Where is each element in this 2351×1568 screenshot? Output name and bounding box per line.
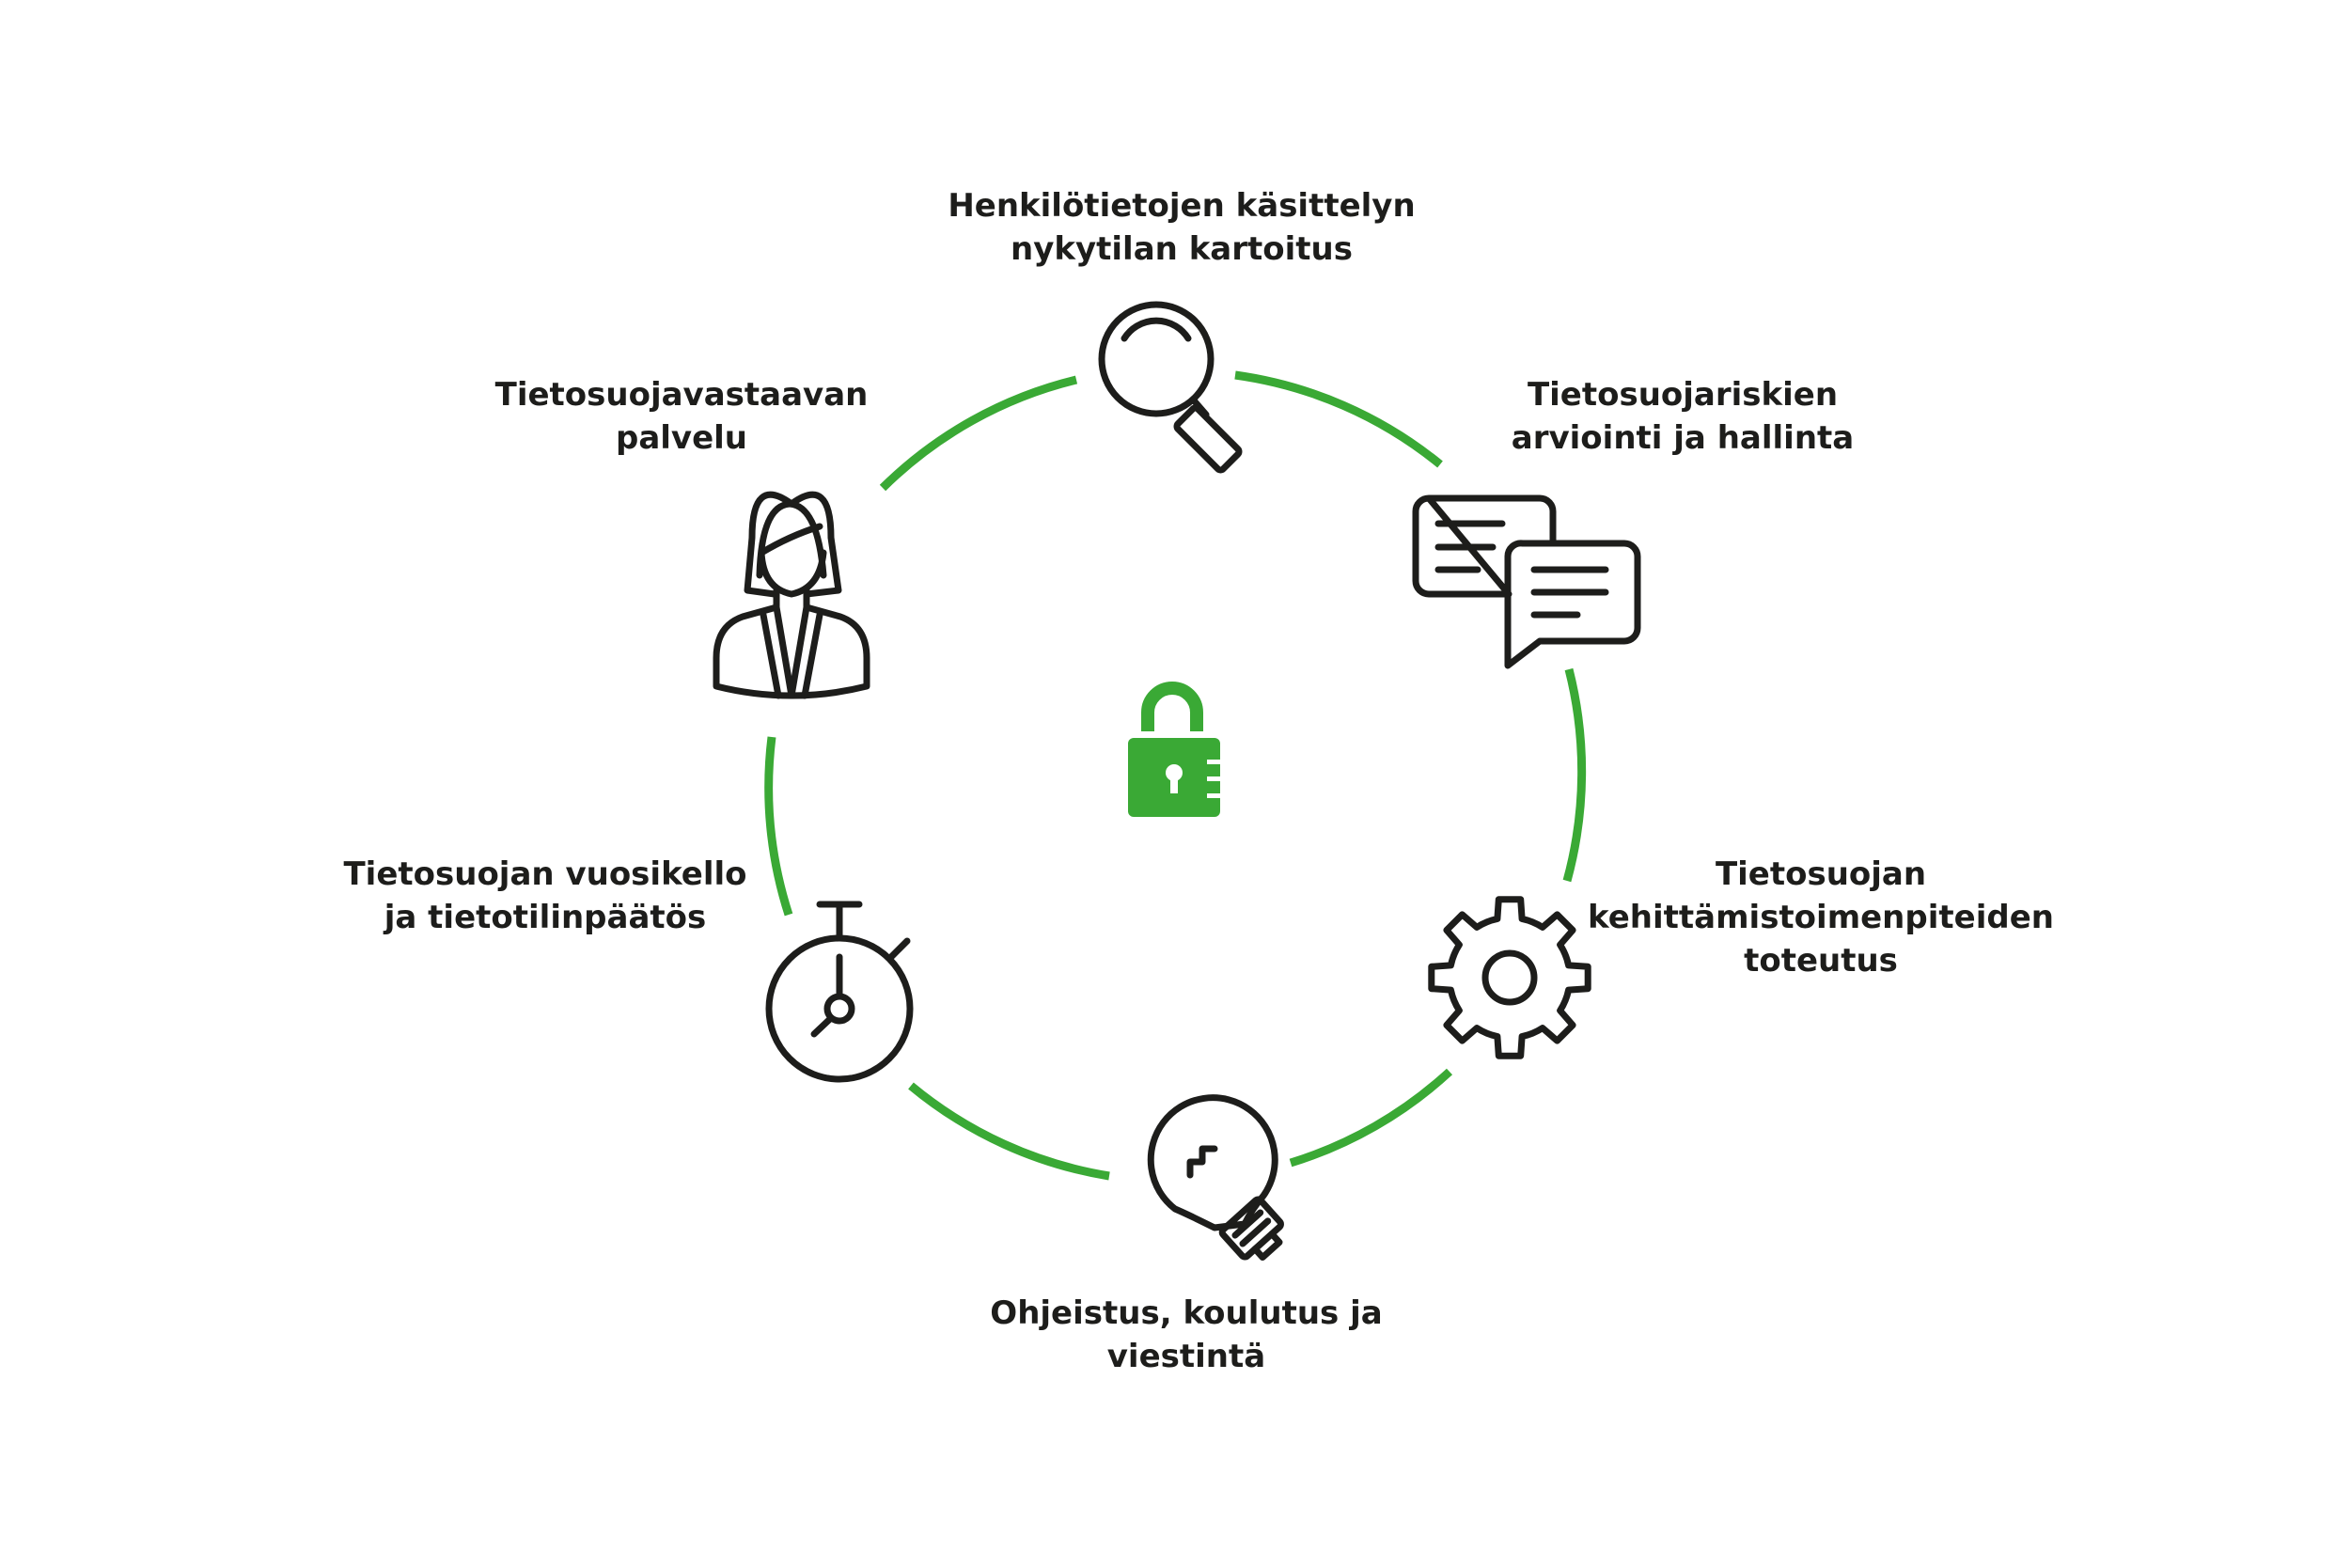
cycle-arc-2 — [1562, 667, 1587, 883]
magnifier-icon — [1098, 301, 1243, 474]
step-label-line: arviointi ja hallinta — [1511, 419, 1855, 457]
step-label-annual-clock: Tietosuojan vuosikello ja tietotilinpäät… — [343, 853, 746, 939]
step-label-line: Henkilötietojen käsittelyn — [948, 187, 1416, 225]
gear-icon — [1428, 896, 1591, 1059]
cycle-arc-4 — [908, 1082, 1110, 1181]
step-label-line: kehittämistoimenpiteiden — [1588, 899, 2054, 936]
person-icon — [713, 491, 870, 699]
step-label-dpo-service: Tietosuojavastaavan palvelu — [495, 373, 869, 460]
step-label-line: ja tietotilinpäätös — [384, 899, 707, 936]
cycle-arc-3 — [1289, 1068, 1453, 1168]
cycle-ring — [764, 370, 1587, 1181]
step-label-line: Tietosuojan vuosikello — [343, 855, 747, 893]
step-label-line: Tietosuojariskien — [1527, 376, 1839, 414]
step-label-line: viestintä — [1106, 1338, 1266, 1375]
step-label-line: Tietosuojavastaavan — [494, 376, 869, 414]
cycle-arc-1 — [1234, 370, 1443, 468]
padlock-icon — [1128, 682, 1220, 817]
step-label-risk-assessment: Tietosuojariskien arviointi ja hallinta — [1512, 373, 1854, 460]
lightbulb-icon — [1147, 1094, 1284, 1262]
cycle-arc-5 — [764, 736, 793, 917]
step-label-line: Ohjeistus, koulutus ja — [990, 1294, 1383, 1332]
step-label-line: nykytilan kartoitus — [1011, 230, 1353, 268]
chat-bubbles-icon — [1412, 494, 1641, 669]
cycle-arc-6 — [879, 375, 1078, 492]
step-label-inventory: Henkilötietojen käsittelyn nykytilan kar… — [948, 184, 1415, 271]
step-label-training: Ohjeistus, koulutus ja viestintä — [990, 1292, 1382, 1378]
step-label-line: palvelu — [615, 419, 748, 457]
step-label-line: Tietosuojan — [1715, 855, 1927, 893]
step-label-development: Tietosuojan kehittämistoimenpiteiden tot… — [1588, 853, 2054, 982]
step-label-line: toteutus — [1744, 942, 1898, 980]
stopwatch-icon — [765, 901, 914, 1083]
